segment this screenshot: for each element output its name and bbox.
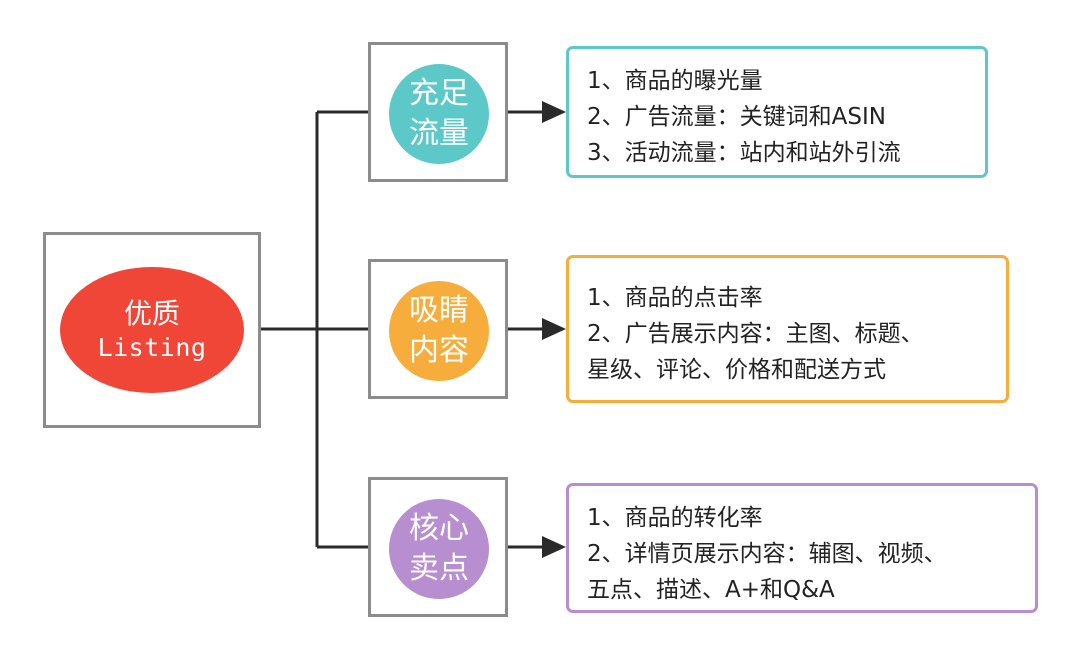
- branch-2-item-3: 星级、评论、价格和配送方式: [587, 357, 886, 383]
- arrow-1-head: [542, 101, 566, 123]
- branch-1-title-line-2: 流量: [409, 116, 469, 151]
- root-subtitle: Listing: [97, 333, 207, 362]
- branch-1-item-1: 1、商品的曝光量: [587, 68, 763, 94]
- root-title: 优质: [123, 297, 180, 330]
- branch-2-item-2: 2、广告展示内容：主图、标题、: [587, 321, 924, 347]
- branch-2-item-1: 1、商品的点击率: [587, 285, 763, 311]
- branch-1-detail-box: 1、商品的曝光量 2、广告流量：关键词和ASIN 3、活动流量：站内和站外引流: [566, 46, 988, 178]
- branch-3-node: 核心 卖点: [389, 499, 489, 599]
- arrow-3-head: [542, 536, 566, 558]
- root-node: 优质 Listing: [60, 267, 244, 393]
- arrow-2-head: [542, 318, 566, 340]
- branch-3-title-line-1: 核心: [409, 511, 469, 546]
- branch-3-item-3: 五点、描述、A+和Q&A: [587, 577, 835, 603]
- branch-2-node: 吸睛 内容: [389, 281, 489, 381]
- branch-1-title-line-1: 充足: [409, 76, 469, 111]
- branch-3-item-2: 2、详情页展示内容：辅图、视频、: [587, 541, 947, 567]
- branch-3-title-line-2: 卖点: [409, 551, 469, 586]
- branch-3-item-1: 1、商品的转化率: [587, 505, 763, 531]
- branch-2-detail-box: 1、商品的点击率 2、广告展示内容：主图、标题、 星级、评论、价格和配送方式: [566, 255, 1009, 403]
- branch-3-detail-box: 1、商品的转化率 2、详情页展示内容：辅图、视频、 五点、描述、A+和Q&A: [566, 483, 1038, 613]
- branch-2-title-line-1: 吸睛: [409, 293, 469, 328]
- branch-1-item-3: 3、活动流量：站内和站外引流: [587, 140, 901, 166]
- branch-2-title-line-2: 内容: [409, 333, 469, 368]
- branch-1-node: 充足 流量: [389, 64, 489, 164]
- branch-1-item-2: 2、广告流量：关键词和ASIN: [587, 104, 886, 130]
